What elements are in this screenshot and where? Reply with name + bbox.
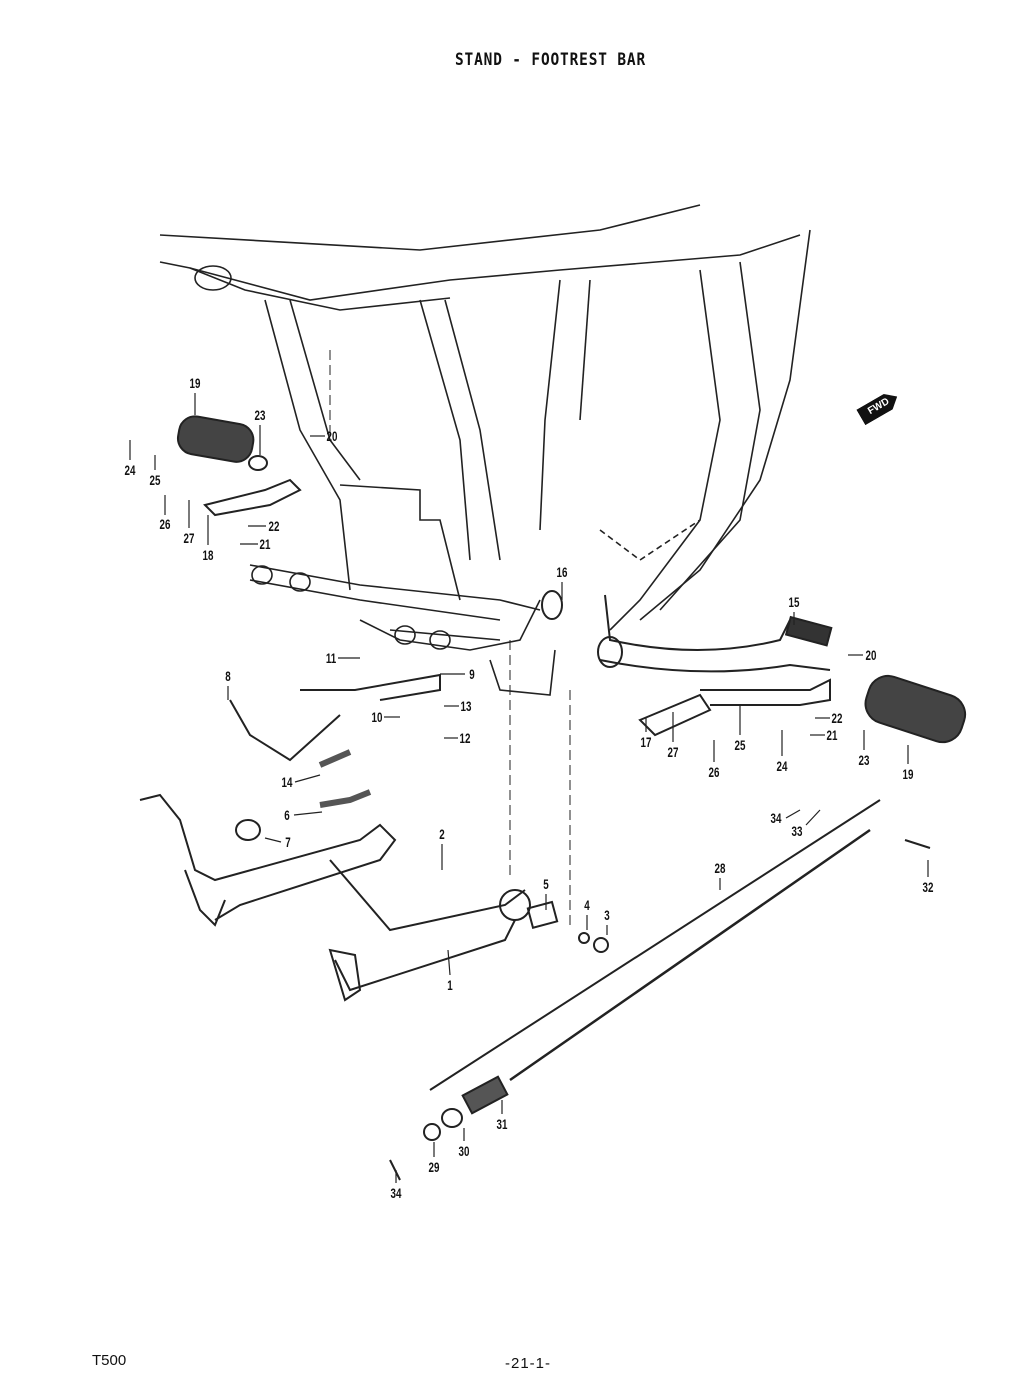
part-label: 22	[268, 518, 280, 534]
part-label: 31	[496, 1116, 508, 1132]
part-label: 12	[459, 730, 471, 746]
part-label: 21	[259, 536, 271, 552]
part-label: 34	[390, 1185, 402, 1201]
model-name: T500	[92, 1352, 127, 1369]
part-label: 20	[326, 428, 338, 444]
part-label: 10	[371, 709, 383, 725]
part-label: 32	[922, 879, 934, 895]
part-label: 24	[124, 462, 136, 478]
part-label: 34	[770, 810, 782, 826]
part-label: 20	[865, 647, 877, 663]
frame-outline	[159, 204, 811, 696]
part-label: 13	[460, 698, 472, 714]
part-label: 26	[159, 516, 171, 532]
part-label: 4	[584, 897, 590, 913]
part-label: 24	[776, 758, 788, 774]
part-label: 15	[788, 594, 800, 610]
part-label: 19	[902, 766, 914, 782]
part-label: 25	[734, 737, 746, 753]
part-label: 14	[281, 774, 293, 790]
brake-rod	[389, 799, 931, 1181]
part-label: 30	[458, 1143, 470, 1159]
part-label: 23	[858, 752, 870, 768]
part-label: 22	[831, 710, 843, 726]
part-label: 25	[149, 472, 161, 488]
part-label: 27	[183, 530, 195, 546]
footrest-rubbers	[176, 415, 967, 744]
part-label: 19	[189, 375, 201, 391]
page-number: -21-1-	[505, 1355, 552, 1372]
page-title: STAND - FOOTREST BAR	[455, 50, 646, 70]
part-label: 29	[428, 1159, 440, 1175]
part-label: 33	[791, 823, 803, 839]
part-label: 27	[667, 744, 679, 760]
part-label: 8	[225, 668, 231, 684]
part-label: 21	[826, 727, 838, 743]
part-label: 28	[714, 860, 726, 876]
part-label: 3	[604, 907, 610, 923]
part-label: 6	[284, 807, 290, 823]
dash-lines	[329, 350, 571, 930]
part-label: 11	[325, 650, 337, 666]
part-label: 2	[439, 826, 445, 842]
part-label: 18	[202, 547, 214, 563]
part-label: 7	[285, 834, 291, 850]
part-label: 9	[469, 666, 475, 682]
brake-pedal	[541, 590, 833, 673]
leader-lines	[129, 393, 929, 1183]
part-label: 1	[447, 977, 453, 993]
part-label: 23	[254, 407, 266, 423]
part-label: 16	[556, 564, 568, 580]
part-label: 5	[543, 876, 549, 892]
part-label: 26	[708, 764, 720, 780]
footrest-brackets	[203, 478, 831, 737]
part-label: 17	[640, 734, 652, 750]
center-stand	[139, 673, 609, 1002]
